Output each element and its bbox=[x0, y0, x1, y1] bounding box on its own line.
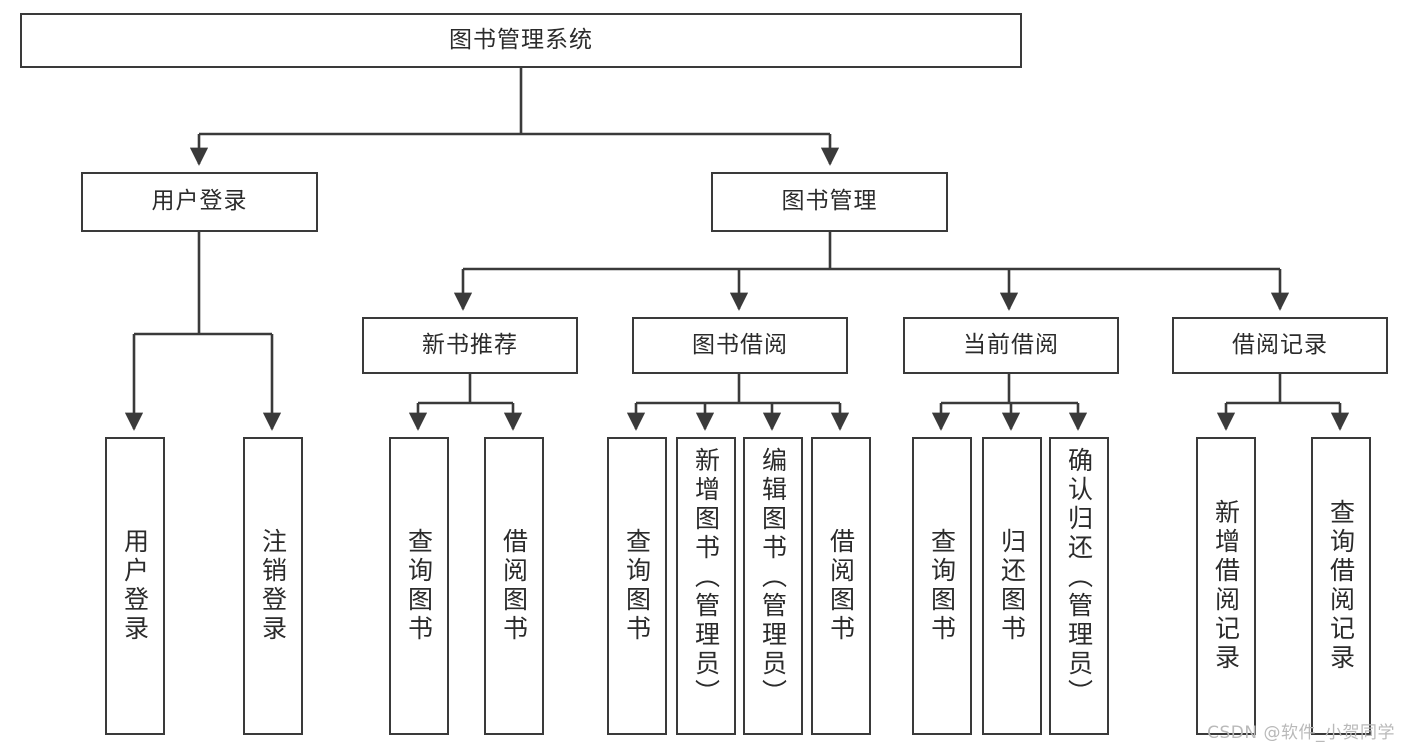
node-book-manage[interactable]: 图书管理 bbox=[711, 172, 948, 232]
leaf-user-login-wrap: 用户登录 bbox=[107, 439, 163, 733]
leaf-query-book-2-wrap: 查询图书 bbox=[609, 439, 665, 733]
node-leaf-borrow-book-2[interactable]: 借阅图书 bbox=[811, 437, 871, 735]
node-book-manage-label: 图书管理 bbox=[781, 188, 878, 215]
node-leaf-return-book[interactable]: 归还图书 bbox=[982, 437, 1042, 735]
node-leaf-edit-book[interactable]: 编辑图书（管理员） bbox=[743, 437, 803, 735]
node-leaf-user-login[interactable]: 用户登录 bbox=[105, 437, 165, 735]
node-user-login-label: 用户登录 bbox=[151, 188, 248, 215]
node-leaf-borrow-book-1[interactable]: 借阅图书 bbox=[484, 437, 544, 735]
node-leaf-borrow-book-1-label: 借阅图书 bbox=[499, 528, 529, 644]
node-leaf-logout[interactable]: 注销登录 bbox=[243, 437, 303, 735]
leaf-query-book-3-wrap: 查询图书 bbox=[914, 439, 970, 733]
node-user-login[interactable]: 用户登录 bbox=[81, 172, 318, 232]
leaf-borrow-book-1-wrap: 借阅图书 bbox=[486, 439, 542, 733]
node-borrow-record-label: 借阅记录 bbox=[1232, 331, 1328, 358]
node-book-borrow-label: 图书借阅 bbox=[692, 331, 788, 358]
node-borrow-record[interactable]: 借阅记录 bbox=[1172, 317, 1388, 374]
node-leaf-borrow-book-2-label: 借阅图书 bbox=[826, 528, 856, 644]
node-root[interactable]: 图书管理系统 bbox=[20, 13, 1022, 68]
node-leaf-add-record-label: 新增借阅记录 bbox=[1211, 499, 1241, 673]
leaf-add-book-wrap: 新增图书（管理员） bbox=[678, 439, 734, 733]
node-new-book-recommend-label: 新书推荐 bbox=[422, 331, 518, 358]
leaf-add-record-wrap: 新增借阅记录 bbox=[1198, 439, 1254, 733]
node-leaf-add-book[interactable]: 新增图书（管理员） bbox=[676, 437, 736, 735]
node-leaf-query-book-3-label: 查询图书 bbox=[927, 528, 957, 644]
node-leaf-query-book-1[interactable]: 查询图书 bbox=[389, 437, 449, 735]
node-leaf-query-book-3[interactable]: 查询图书 bbox=[912, 437, 972, 735]
node-leaf-edit-book-label: 编辑图书（管理员） bbox=[758, 447, 788, 708]
node-current-borrow-label: 当前借阅 bbox=[963, 331, 1059, 358]
node-leaf-confirm-return[interactable]: 确认归还（管理员） bbox=[1049, 437, 1109, 735]
leaf-return-book-wrap: 归还图书 bbox=[984, 439, 1040, 733]
node-new-book-recommend[interactable]: 新书推荐 bbox=[362, 317, 578, 374]
leaf-query-record-wrap: 查询借阅记录 bbox=[1313, 439, 1369, 733]
node-leaf-query-record-label: 查询借阅记录 bbox=[1326, 499, 1356, 673]
node-leaf-query-record[interactable]: 查询借阅记录 bbox=[1311, 437, 1371, 735]
leaf-edit-book-wrap: 编辑图书（管理员） bbox=[745, 439, 801, 733]
node-book-borrow[interactable]: 图书借阅 bbox=[632, 317, 848, 374]
leaf-logout-wrap: 注销登录 bbox=[245, 439, 301, 733]
leaf-query-book-1-wrap: 查询图书 bbox=[391, 439, 447, 733]
node-leaf-query-book-2-label: 查询图书 bbox=[622, 528, 652, 644]
node-leaf-logout-label: 注销登录 bbox=[258, 528, 288, 644]
node-leaf-query-book-1-label: 查询图书 bbox=[404, 528, 434, 644]
node-leaf-user-login-label: 用户登录 bbox=[120, 528, 150, 644]
watermark: CSDN @软件_小贺同学 bbox=[1207, 723, 1395, 743]
node-leaf-add-book-label: 新增图书（管理员） bbox=[691, 447, 721, 708]
node-leaf-confirm-return-label: 确认归还（管理员） bbox=[1064, 447, 1094, 708]
node-leaf-query-book-2[interactable]: 查询图书 bbox=[607, 437, 667, 735]
leaf-confirm-return-wrap: 确认归还（管理员） bbox=[1051, 439, 1107, 733]
node-leaf-return-book-label: 归还图书 bbox=[997, 528, 1027, 644]
node-root-label: 图书管理系统 bbox=[449, 26, 593, 53]
node-leaf-add-record[interactable]: 新增借阅记录 bbox=[1196, 437, 1256, 735]
leaf-borrow-book-2-wrap: 借阅图书 bbox=[813, 439, 869, 733]
node-current-borrow[interactable]: 当前借阅 bbox=[903, 317, 1119, 374]
